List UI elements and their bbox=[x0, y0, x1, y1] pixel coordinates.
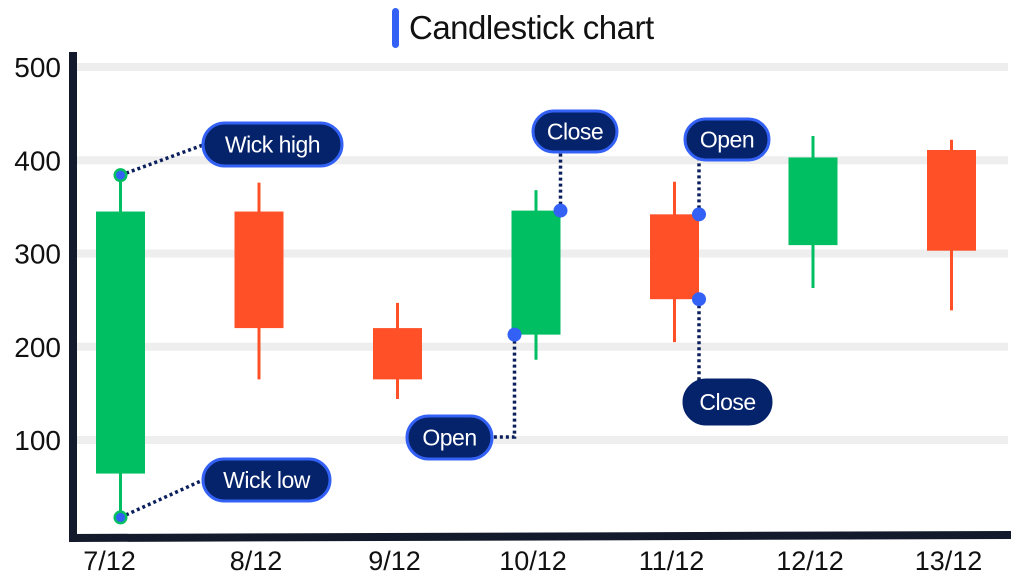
x-tick-label: 9/12 bbox=[368, 546, 421, 576]
x-tick-label: 10/12 bbox=[499, 546, 567, 576]
candles bbox=[96, 136, 976, 518]
x-tick-label: 13/12 bbox=[915, 546, 983, 576]
leader-line bbox=[492, 334, 517, 439]
annotation-marker bbox=[553, 203, 568, 218]
candle-body-down bbox=[234, 211, 284, 329]
axes: 100 200 300 400 500 7/12 8/12 9/12 10/12 11/12 12/… bbox=[14, 52, 1011, 576]
candle-7-12 bbox=[96, 175, 145, 518]
x-tick-label: 8/12 bbox=[230, 546, 283, 576]
candle-body-down bbox=[927, 149, 976, 251]
candle-body-up bbox=[788, 157, 838, 246]
annotation-pill bbox=[531, 109, 619, 154]
annotation-label: Wick low bbox=[223, 467, 311, 493]
y-tick-label: 500 bbox=[14, 52, 61, 83]
x-tick-label: 11/12 bbox=[639, 546, 705, 576]
y-tick-label: 100 bbox=[14, 425, 61, 456]
gridline-500 bbox=[72, 63, 1008, 71]
leader-line bbox=[119, 143, 204, 177]
candle-body-up bbox=[96, 211, 145, 474]
gridline-100 bbox=[72, 436, 1008, 444]
annotation-label: Wick high bbox=[225, 132, 320, 158]
annotation-label: Open bbox=[422, 425, 476, 451]
y-tick-label: 400 bbox=[14, 145, 61, 176]
title-accent-bar bbox=[392, 8, 399, 48]
candle-8-12 bbox=[234, 182, 284, 380]
annotation-marker bbox=[116, 512, 125, 522]
annotation-marker bbox=[116, 170, 125, 180]
annotation-pill bbox=[682, 378, 773, 426]
candle-body-down bbox=[373, 328, 422, 380]
annotation-open: Open bbox=[405, 414, 494, 461]
leader-line bbox=[119, 478, 204, 519]
x-tick-label: 7/12 bbox=[83, 546, 136, 576]
chart-title-text: Candlestick chart bbox=[409, 9, 654, 46]
gridline-400 bbox=[72, 156, 1008, 165]
annotation-label: Open bbox=[700, 127, 754, 153]
candle-9-12 bbox=[373, 302, 422, 399]
gridline-200 bbox=[72, 342, 1008, 351]
x-tick-label: 12/12 bbox=[776, 546, 844, 576]
annotation-pill bbox=[201, 457, 332, 503]
annotation-label: Close bbox=[699, 389, 755, 415]
candle-body-up bbox=[511, 210, 561, 335]
annotation-marker bbox=[692, 292, 706, 307]
annotation-marker bbox=[507, 327, 522, 342]
annotation-close: Close bbox=[682, 378, 773, 426]
candle-body-down bbox=[650, 214, 699, 300]
annotation-marker bbox=[692, 207, 706, 222]
annotation-pill bbox=[683, 117, 771, 162]
candle-12-12 bbox=[788, 136, 838, 289]
annotation-wick-high: Wick high bbox=[201, 121, 344, 168]
annotation-pill bbox=[201, 121, 344, 168]
candle-13-12 bbox=[927, 139, 976, 311]
y-tick-label: 200 bbox=[14, 332, 61, 363]
y-axis-line bbox=[69, 52, 77, 542]
candle-11-12 bbox=[650, 181, 699, 343]
annotation-label: Close bbox=[547, 119, 603, 145]
chart-title: Candlestick chart bbox=[392, 6, 654, 50]
annotation-wick-low: Wick low bbox=[201, 457, 332, 503]
x-axis-line bbox=[69, 531, 1011, 542]
y-tick-label: 300 bbox=[14, 239, 61, 270]
candle-10-12 bbox=[511, 190, 561, 360]
annotation-close: Close bbox=[531, 109, 619, 154]
annotation-open: Open bbox=[683, 117, 771, 162]
annotation-pill bbox=[405, 414, 494, 461]
